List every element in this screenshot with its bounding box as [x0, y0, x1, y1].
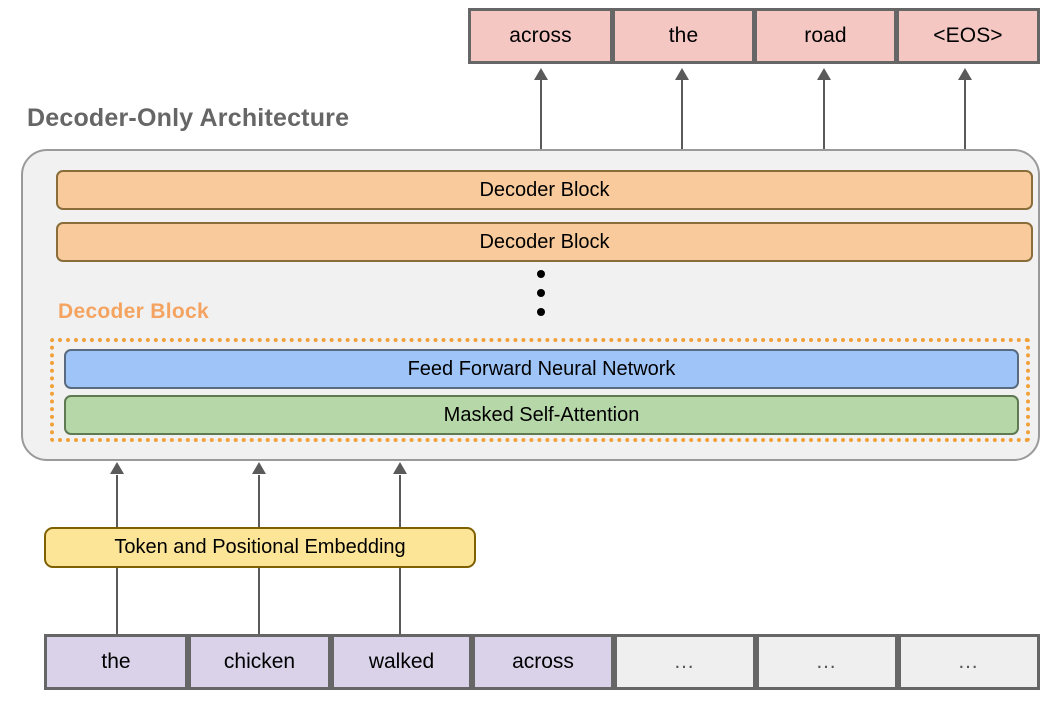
output-token-cell: road: [755, 8, 897, 64]
token-positional-embedding-label: Token and Positional Embedding: [114, 536, 406, 558]
page-title: Decoder-Only Architecture: [27, 104, 350, 132]
input-token-cell: …: [898, 634, 1040, 690]
output-arrow-line: [823, 80, 825, 150]
input-token-cell: the: [44, 634, 188, 690]
embedding-arrow-line: [399, 475, 401, 527]
output-token-label: road: [804, 24, 847, 47]
output-arrow-line: [540, 80, 542, 150]
output-token-label: the: [668, 24, 699, 47]
output-token-cell: the: [613, 8, 755, 64]
input-token-label: the: [101, 650, 131, 673]
vertical-ellipsis-icon: [537, 270, 547, 322]
masked-self-attention-label: Masked Self-Attention: [443, 403, 640, 426]
input-line: [116, 568, 118, 636]
input-token-label: …: [957, 650, 981, 673]
embedding-arrow-line: [258, 475, 260, 527]
decoder-block-caption: Decoder Block: [58, 300, 209, 323]
feed-forward-network-label: Feed Forward Neural Network: [407, 357, 676, 380]
input-token-cell: …: [614, 634, 756, 690]
output-arrow-head: [817, 68, 831, 80]
input-token-label: across: [512, 650, 574, 673]
decoder-block-expanded-group: [50, 338, 1030, 442]
masked-self-attention-bar: Masked Self-Attention: [64, 395, 1019, 435]
input-line: [258, 568, 260, 636]
embedding-arrow-head: [110, 462, 124, 474]
input-token-label: …: [815, 650, 839, 673]
token-positional-embedding-box: Token and Positional Embedding: [44, 527, 476, 568]
output-arrow-head: [958, 68, 972, 80]
decoder-block-label: Decoder Block: [479, 178, 610, 201]
output-arrow-head: [534, 68, 548, 80]
output-token-cell: across: [468, 8, 613, 64]
decoder-block-bar: Decoder Block: [56, 222, 1033, 262]
output-token-cell: <EOS>: [897, 8, 1040, 64]
embedding-arrow-head: [252, 462, 266, 474]
decoder-block-label: Decoder Block: [479, 230, 610, 253]
output-token-label: across: [509, 24, 572, 47]
output-arrow-head: [675, 68, 689, 80]
output-arrow-line: [681, 80, 683, 150]
input-line: [399, 568, 401, 636]
input-token-cell: walked: [331, 634, 472, 690]
output-token-label: <EOS>: [933, 24, 1003, 47]
embedding-arrow-head: [393, 462, 407, 474]
decoder-block-bar: Decoder Block: [56, 170, 1033, 210]
input-token-cell: …: [756, 634, 898, 690]
input-token-label: chicken: [223, 650, 296, 673]
input-token-label: …: [673, 650, 697, 673]
input-token-cell: across: [472, 634, 614, 690]
input-token-cell: chicken: [188, 634, 331, 690]
feed-forward-network-bar: Feed Forward Neural Network: [64, 349, 1019, 389]
embedding-arrow-line: [116, 475, 118, 527]
input-token-label: walked: [368, 650, 435, 673]
output-arrow-line: [964, 80, 966, 150]
